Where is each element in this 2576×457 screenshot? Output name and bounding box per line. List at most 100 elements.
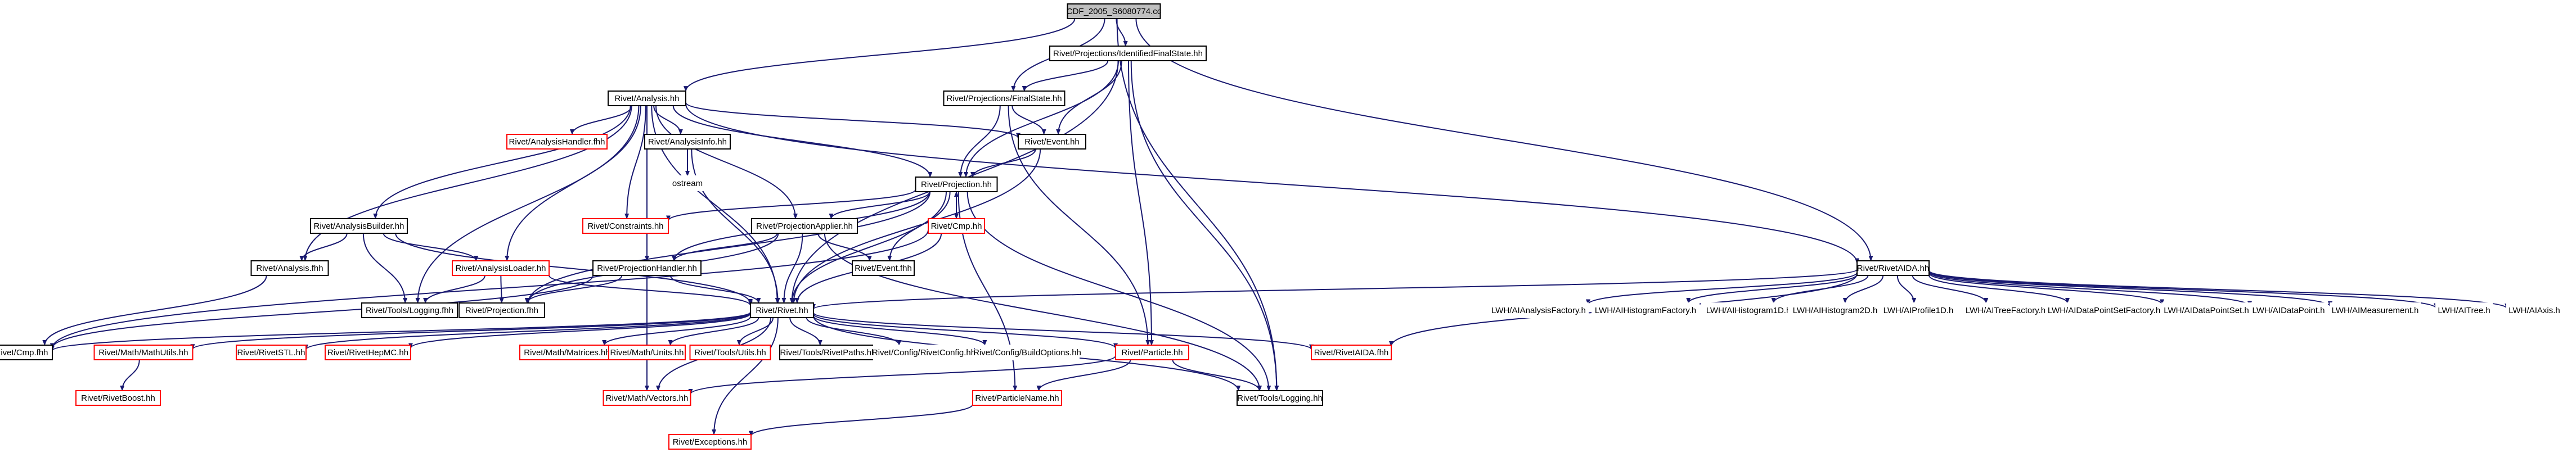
dependency-edge [1135,18,1873,261]
file-node-label: LWH/AIDataPoint.h [2253,306,2325,315]
file-node[interactable]: Rivet/ParticleName.hh [972,390,1062,406]
file-node-label: Rivet/Projection.hh [921,180,992,189]
file-node-box [689,345,771,360]
dependency-edge [1011,105,1046,135]
dependency-edge [813,313,1118,349]
file-node-label: Rivet/Math/Units.hh [610,348,684,358]
dependency-edge [817,233,872,261]
dependency-edge [50,229,929,349]
file-node: Rivet/Config/BuildOptions.hh [973,345,1081,360]
file-node-box [915,177,998,192]
file-node[interactable]: Rivet/Constraints.hh [582,218,669,234]
file-node-box [666,175,709,191]
file-node[interactable]: Rivet/Particle.hh [1115,345,1189,360]
file-node[interactable]: Rivet/Cmp.fhh [0,345,53,360]
file-node: LWH/AIHistogramFactory.h [1592,302,1700,318]
file-node: LWH/AIProfile1D.h [1879,302,1958,318]
dependency-edge [653,105,683,135]
file-node-label: Rivet/Config/BuildOptions.hh [973,348,1081,358]
file-node[interactable]: Rivet/RivetBoost.hh [75,390,161,406]
file-node[interactable]: Rivet/Math/MathUtils.hh [93,345,194,360]
file-node[interactable]: Rivet/Event.hh [1018,134,1086,150]
file-node[interactable]: Rivet/RivetHepMC.hh [325,345,411,360]
file-node[interactable]: Rivet/Rivet.hh [750,302,814,318]
file-node-label: Rivet/RivetSTL.hh [237,348,305,358]
dependency-edge [749,404,973,437]
file-node[interactable]: Rivet/Analysis.hh [608,91,686,106]
dependency-edge [383,233,479,261]
file-node-box [1701,302,1796,318]
file-node-box [361,302,458,318]
dependency-edge [781,233,803,304]
file-node-label: LWH/AIDataPointSet.h [2164,306,2249,315]
file-node-label: Rivet/Math/Matrices.hh [524,348,610,358]
file-node[interactable]: Rivet/Projections/IdentifiedFinalState.h… [1049,46,1207,61]
file-node[interactable]: Rivet/Cmp.hh [928,218,985,234]
file-node: LWH/AIDataPoint.h [2249,302,2328,318]
dependency-edge [790,191,947,304]
file-node: LWH/AIAxis.h [2506,302,2562,318]
file-node-box [1049,46,1207,61]
file-node-box [325,345,411,360]
file-node[interactable]: Rivet/AnalysisLoader.hh [452,260,550,276]
file-node[interactable]: Rivet/Math/Units.hh [608,345,686,360]
file-node[interactable]: CDF_2005_S6080774.cc [1067,3,1162,19]
file-node[interactable]: Rivet/RivetAIDA.hh [1856,260,1930,276]
file-node-label: Rivet/Cmp.fhh [0,348,48,358]
file-node-label: LWH/AIAnalysisFactory.h [1491,306,1586,315]
file-node[interactable]: Rivet/Math/Matrices.hh [519,345,615,360]
dependency-edge [304,312,751,350]
file-node-label: Rivet/AnalysisHandler.fhh [509,137,605,147]
dependency-edge [958,105,1001,178]
file-node-box [75,390,161,406]
file-node-label: Rivet/ProjectionHandler.hh [597,264,697,273]
file-node[interactable]: Rivet/Tools/Logging.fhh [361,302,458,318]
dependency-edge [50,275,594,349]
file-node-box [452,260,550,276]
file-node-box [1788,302,1882,318]
file-node: LWH/AIMeasurement.h [2330,302,2421,318]
dependency-edge [1912,275,1989,304]
file-node[interactable]: Rivet/Tools/Utils.hh [689,345,771,360]
file-node-box [852,260,915,276]
file-node[interactable]: Rivet/ProjectionApplier.hh [751,218,858,234]
file-node[interactable]: Rivet/Projections/FinalState.hh [943,91,1066,106]
file-node[interactable]: Rivet/ProjectionHandler.hh [592,260,702,276]
file-node-box [592,260,702,276]
file-node: LWH/AIHistogram2D.h [1788,302,1882,318]
file-node-label: Rivet/ParticleName.hh [975,393,1059,403]
file-node[interactable]: Rivet/Event.fhh [852,260,915,276]
file-node[interactable]: Rivet/Projection.fhh [458,302,545,318]
file-node[interactable]: Rivet/AnalysisInfo.hh [644,134,731,150]
dependency-edge [524,275,623,304]
dependency-edge [964,60,1119,178]
file-node[interactable]: Rivet/Tools/RivetPaths.hh [779,345,877,360]
file-node-box [1115,345,1189,360]
file-node[interactable]: Rivet/Exceptions.hh [668,434,752,450]
dependency-edge [688,355,1116,395]
file-nodes: CDF_2005_S6080774.ccRivet/Projections/Id… [0,3,2562,450]
file-node-label: Rivet/Projections/IdentifiedFinalState.h… [1053,49,1203,58]
file-node-box [1856,260,1930,276]
file-node: LWH/AIHistogram1D.h [1701,302,1796,318]
dependency-edge [1771,275,1869,304]
file-node[interactable]: Rivet/Projection.hh [915,177,998,192]
file-node-label: LWH/AIProfile1D.h [1883,306,1954,315]
file-node-box [975,345,1080,360]
file-node[interactable]: Rivet/AnalysisHandler.fhh [506,134,608,150]
file-node: Rivet/Config/RivetConfig.hh [872,345,975,360]
file-node[interactable]: Rivet/RivetAIDA.fhh [1311,345,1392,360]
file-node-label: Rivet/Tools/Utils.hh [694,348,766,358]
file-node[interactable]: Rivet/Analysis.fhh [250,260,329,276]
dependency-edge [423,275,485,304]
file-node[interactable]: Rivet/AnalysisBuilder.hh [310,218,408,234]
dependency-edge [624,105,646,219]
file-node[interactable]: Rivet/Tools/Logging.hh [1237,390,1323,406]
dependency-edge [1686,274,1858,304]
file-node[interactable]: Rivet/Math/Vectors.hh [603,390,691,406]
dependency-edge [685,103,1859,264]
file-node[interactable]: Rivet/RivetSTL.hh [236,345,307,360]
file-node-label: Rivet/Tools/Logging.hh [1237,393,1323,403]
dependency-edge [570,105,632,135]
file-node-box [506,134,608,150]
